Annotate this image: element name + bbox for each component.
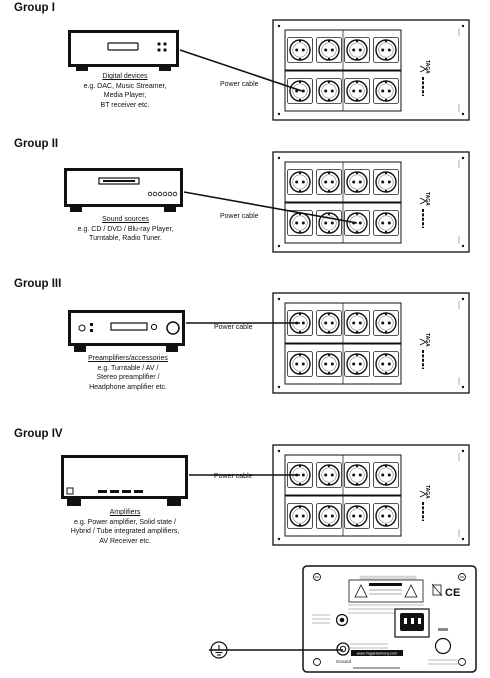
group-3-category: Preamplifiers/accessories [88,355,168,362]
group-2-example-line: e.g. CD / DVD / Blu-ray Player, [77,225,174,233]
power-cable-line-2 [183,191,358,224]
group-2-power-cable-label: Power cable [220,213,259,220]
group-2-example-line: Turntable, Radio Tuner. [89,235,162,242]
group-4-title: Group IV [14,428,63,440]
group-1-title: Group I [14,2,55,14]
ground-terminal-label: Ground [336,659,352,664]
group-2-device-icon [64,168,183,212]
back-panel: CE Ground www.TagaHarmony.com [302,565,477,673]
website-label: www.TagaHarmony.com [357,652,398,656]
group-3-power-cable-label: Power cable [214,324,253,331]
group-3-example-line: Headphone amplifier etc. [89,383,167,391]
group-2-category: Sound sources [102,216,149,223]
group-4-example-line: Hybrid / Tube integrated amplifiers, [70,528,180,535]
group-1-example-line: e.g. DAC, Music Streamer, [83,82,167,90]
group-3-device-icon [68,310,185,352]
group-1-caption: Digital devices e.g. DAC, Music Streamer… [60,72,190,110]
group-3-title: Group III [14,278,62,290]
group-4-category: Amplifiers [109,509,141,516]
group-4-example-line: e.g. Power amplifier, Solid state / [74,518,176,526]
brand-mark-strip-3: TAGA [424,333,430,347]
group-3-example-line: Stereo preamplifier / [96,374,160,381]
group-1-power-cable-label: Power cable [220,81,259,88]
power-strip-group-4 [273,445,469,545]
brand-mark-strip-4: TAGA [424,485,430,499]
group-1-example-line: Media Player, [103,92,147,99]
power-cable-line-1 [179,49,303,92]
group-1-example-line: BT receiver etc. [100,101,150,109]
group-4-caption: Amplifiers e.g. Power amplifier, Solid s… [50,508,200,546]
power-strip-group-3 [273,293,469,393]
group-4-device-icon [61,455,188,506]
group-4-power-cable-label: Power cable [214,473,253,480]
group-4-example-line: AV Receiver etc. [99,537,151,545]
group-3-caption: Preamplifiers/accessories e.g. Turntable… [58,354,198,392]
brand-mark-strip-1: TAGA [424,60,430,74]
brand-mark-strip-2: TAGA [424,192,430,206]
group-2-caption: Sound sources e.g. CD / DVD / Blu-ray Pl… [58,215,193,244]
group-2-title: Group II [14,138,59,150]
group-1-category: Digital devices [102,73,148,80]
group-1-device-icon [68,30,179,71]
ce-mark: CE [445,587,460,599]
power-strip-group-1 [273,20,469,120]
power-strip-group-2 [273,152,469,252]
group-3-example-line: e.g. Turntable / AV / [97,364,159,372]
